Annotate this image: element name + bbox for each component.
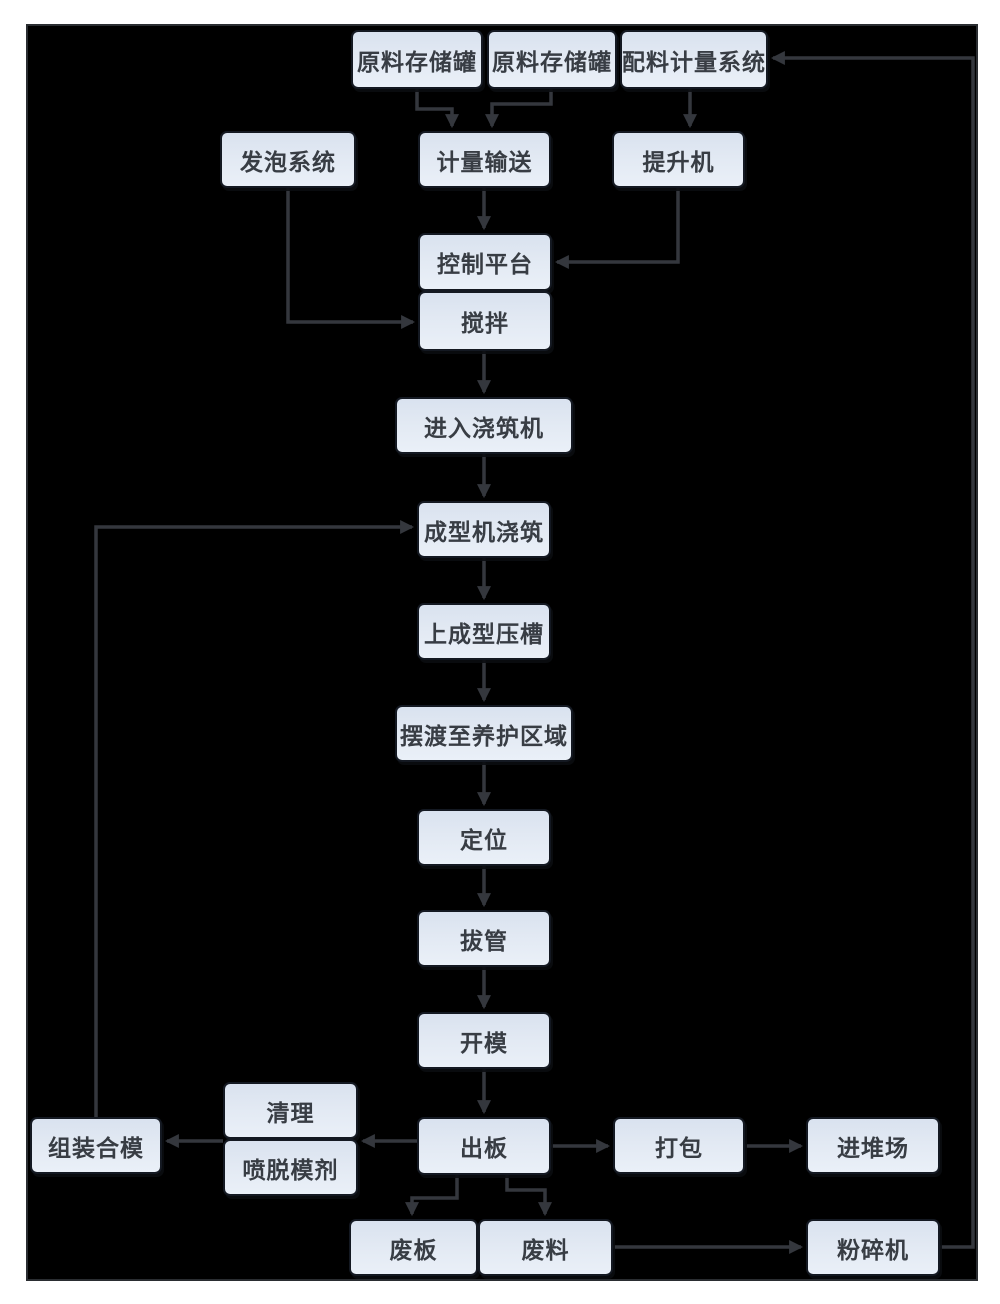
node-packing: 打包	[613, 1117, 745, 1174]
node-board-out: 出板	[417, 1117, 551, 1175]
node-pipe-pulling: 拔管	[417, 910, 551, 967]
node-mold-opening: 开模	[417, 1012, 551, 1069]
node-waste-material: 废料	[478, 1219, 613, 1276]
node-ferry-curing: 摆渡至养护区域	[395, 705, 573, 762]
node-molding-pouring: 成型机浇筑	[417, 501, 551, 558]
node-stockyard: 进堆场	[806, 1117, 940, 1174]
node-raw-tank-2: 原料存储罐	[487, 30, 617, 89]
node-enter-pouring: 进入浇筑机	[395, 397, 573, 454]
node-waste-board: 废板	[349, 1219, 478, 1276]
node-metering-conveying: 计量输送	[418, 131, 551, 188]
node-foaming-system: 发泡系统	[220, 131, 356, 188]
node-assembly: 组装合模	[30, 1117, 162, 1174]
node-forming-groove: 上成型压槽	[417, 603, 551, 660]
node-control-platform: 控制平台	[418, 233, 552, 291]
node-batching-system: 配料计量系统	[620, 30, 768, 89]
node-spray-release: 喷脱模剂	[223, 1139, 358, 1196]
node-positioning: 定位	[417, 809, 551, 866]
node-crusher: 粉碎机	[806, 1219, 940, 1276]
node-mixing: 搅拌	[418, 291, 552, 351]
node-cleaning: 清理	[223, 1082, 358, 1139]
node-raw-tank-1: 原料存储罐	[351, 30, 483, 89]
node-hoist: 提升机	[612, 131, 745, 188]
